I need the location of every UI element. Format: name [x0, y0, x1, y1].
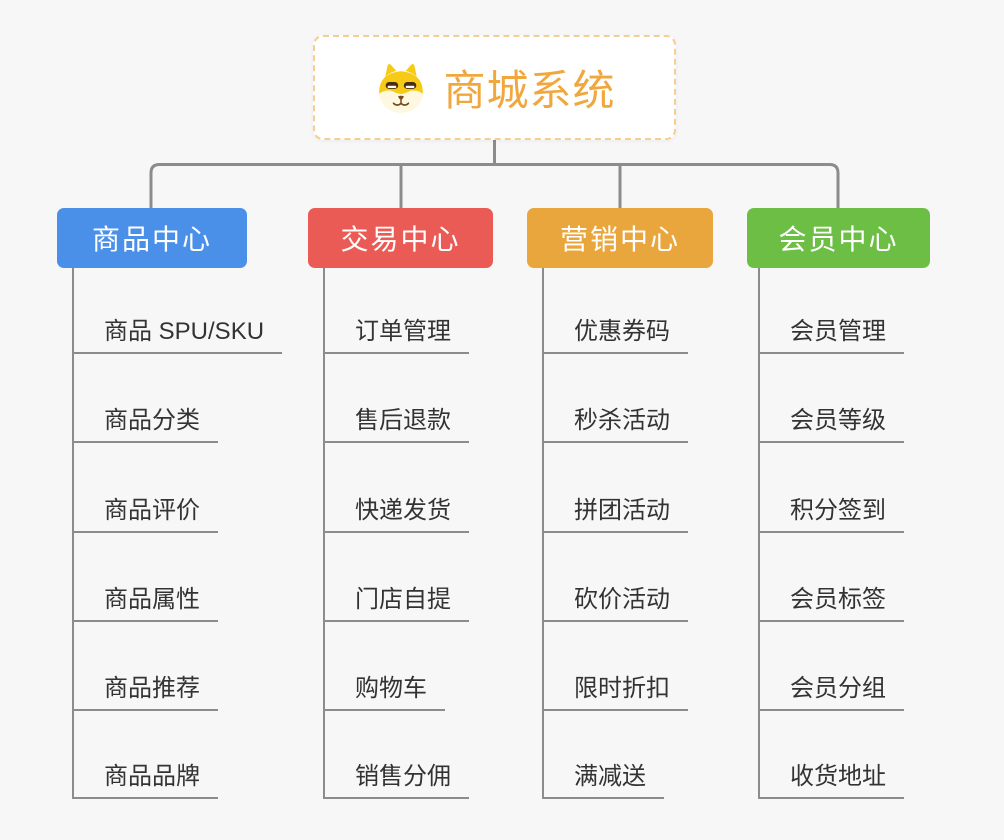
subtopic-node[interactable]: 门店自提 — [323, 574, 469, 622]
subtopic-node[interactable]: 商品分类 — [72, 395, 218, 443]
root-node[interactable]: 商城系统 — [313, 35, 676, 140]
subtopic-node[interactable]: 拼团活动 — [542, 485, 688, 533]
subtopic-node[interactable]: 会员分组 — [758, 663, 904, 711]
subtopic-node[interactable]: 优惠券码 — [542, 306, 688, 354]
subtopic-node[interactable]: 商品属性 — [72, 574, 218, 622]
branch-tree-marketing-center: 优惠券码 秒杀活动 拼团活动 砍价活动 限时折扣 满减送 — [542, 268, 688, 799]
branch-tree-product-center: 商品 SPU/SKU 商品分类 商品评价 商品属性 商品推荐 商品品牌 — [72, 268, 283, 799]
subtopic-node[interactable]: 订单管理 — [323, 306, 469, 354]
subtopic-node[interactable]: 商品评价 — [72, 485, 218, 533]
branch-tree-member-center: 会员管理 会员等级 积分签到 会员标签 会员分组 收货地址 — [758, 268, 904, 799]
dog-face-icon — [379, 63, 424, 113]
branch-tree-trade-center: 订单管理 售后退款 快递发货 门店自提 购物车 销售分佣 — [323, 268, 469, 799]
branch-node-member-center[interactable]: 会员中心 — [747, 208, 930, 268]
subtopic-node[interactable]: 售后退款 — [323, 395, 469, 443]
subtopic-node[interactable]: 商品推荐 — [72, 663, 218, 711]
branch-label: 会员中心 — [778, 224, 899, 255]
subtopic-node[interactable]: 快递发货 — [323, 485, 469, 533]
branch-node-trade-center[interactable]: 交易中心 — [308, 208, 493, 268]
subtopic-node[interactable]: 秒杀活动 — [542, 395, 688, 443]
subtopic-node[interactable]: 会员管理 — [758, 306, 904, 354]
subtopic-node[interactable]: 积分签到 — [758, 485, 904, 533]
branch-label: 营销中心 — [559, 224, 680, 255]
branch-label: 商品中心 — [91, 224, 212, 255]
root-title: 商城系统 — [443, 67, 616, 114]
subtopic-node[interactable]: 限时折扣 — [542, 663, 688, 711]
branch-node-marketing-center[interactable]: 营销中心 — [527, 208, 713, 268]
subtopic-node[interactable]: 商品 SPU/SKU — [72, 306, 283, 354]
branch-node-product-center[interactable]: 商品中心 — [57, 208, 247, 268]
branch-label: 交易中心 — [340, 224, 461, 255]
subtopic-node[interactable]: 收货地址 — [758, 751, 904, 799]
subtopic-node[interactable]: 销售分佣 — [323, 751, 469, 799]
subtopic-node[interactable]: 会员等级 — [758, 395, 904, 443]
subtopic-node[interactable]: 会员标签 — [758, 574, 904, 622]
subtopic-node[interactable]: 购物车 — [323, 663, 445, 711]
subtopic-node[interactable]: 砍价活动 — [542, 574, 688, 622]
subtopic-node[interactable]: 商品品牌 — [72, 751, 218, 799]
subtopic-node[interactable]: 满减送 — [542, 751, 664, 799]
